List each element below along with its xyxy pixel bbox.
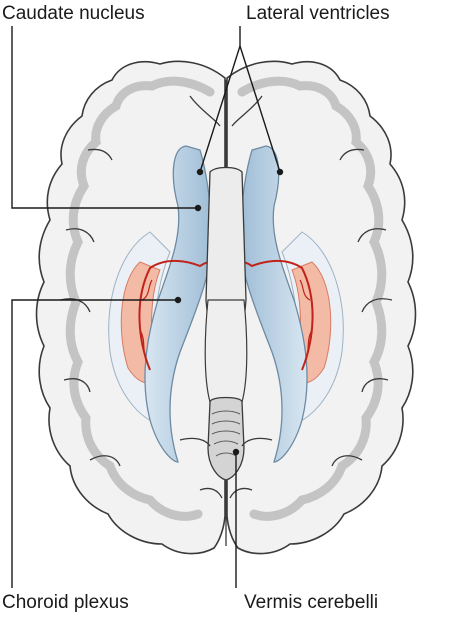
vermis-cerebelli xyxy=(208,398,244,481)
caudate-nucleus-label: Caudate nucleus xyxy=(2,3,145,25)
choroid-plexus-label: Choroid plexus xyxy=(2,592,129,614)
vermis-cerebelli-label: Vermis cerebelli xyxy=(244,592,378,614)
lateral-ventricles-label: Lateral ventricles xyxy=(246,3,390,25)
third-ventricle xyxy=(205,300,247,402)
